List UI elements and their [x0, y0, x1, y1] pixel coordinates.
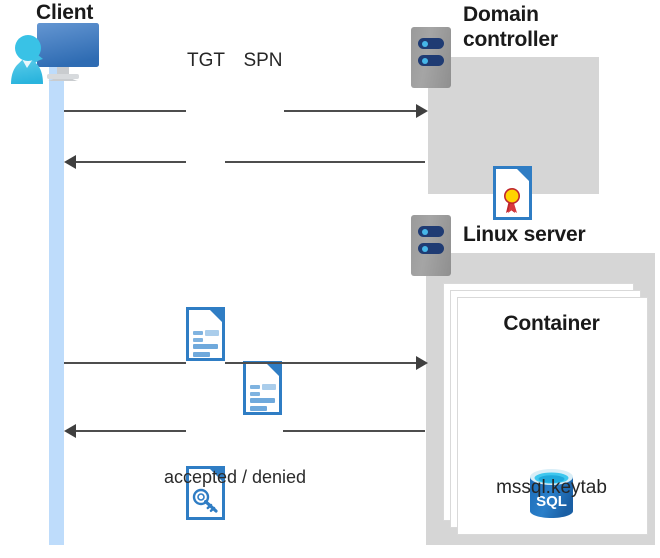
- linux-server-server-icon: [411, 215, 451, 276]
- spn-label: SPN: [243, 50, 283, 71]
- arrow-client-to-dc-head: [416, 104, 428, 118]
- linux-server-title: Linux server: [463, 223, 586, 246]
- accepted-denied-label: accepted / denied: [163, 467, 307, 487]
- client-title: Client: [36, 1, 94, 24]
- container-title: Container: [503, 312, 600, 335]
- ticket-key-document-icon-top: [186, 466, 225, 520]
- keytab-label: mssql.keytab: [496, 477, 607, 498]
- arrow-client-to-dc-segment-left: [64, 110, 186, 112]
- arrow-client-to-linux-segment-right: [225, 362, 422, 364]
- tgt-label: TGT: [187, 50, 225, 71]
- arrow-client-to-linux-segment-left: [64, 362, 186, 364]
- tgt-document-icon: [186, 307, 225, 361]
- domain-controller-server-icon: [411, 27, 451, 88]
- arrow-linux-to-client-head: [64, 424, 76, 438]
- domain-controller-title: Domain controller: [463, 3, 558, 51]
- spn-document-icon: [243, 361, 282, 415]
- svg-text:SQL: SQL: [536, 493, 567, 510]
- client-computer-user-icon: [8, 22, 101, 85]
- arrow-client-to-dc-segment-right: [284, 110, 422, 112]
- arrow-linux-to-client-segment-right: [283, 430, 425, 432]
- arrow-dc-to-client-head: [64, 155, 76, 169]
- sql-database-icon: SQL: [528, 468, 575, 520]
- arrow-linux-to-client-segment-left: [76, 430, 186, 432]
- client-lifeline: [49, 62, 64, 545]
- arrow-dc-to-client-segment-right: [225, 161, 425, 163]
- arrow-dc-to-client-segment-left: [76, 161, 186, 163]
- arrow-client-to-linux-head: [416, 356, 428, 370]
- certificate-document-icon: [493, 166, 532, 220]
